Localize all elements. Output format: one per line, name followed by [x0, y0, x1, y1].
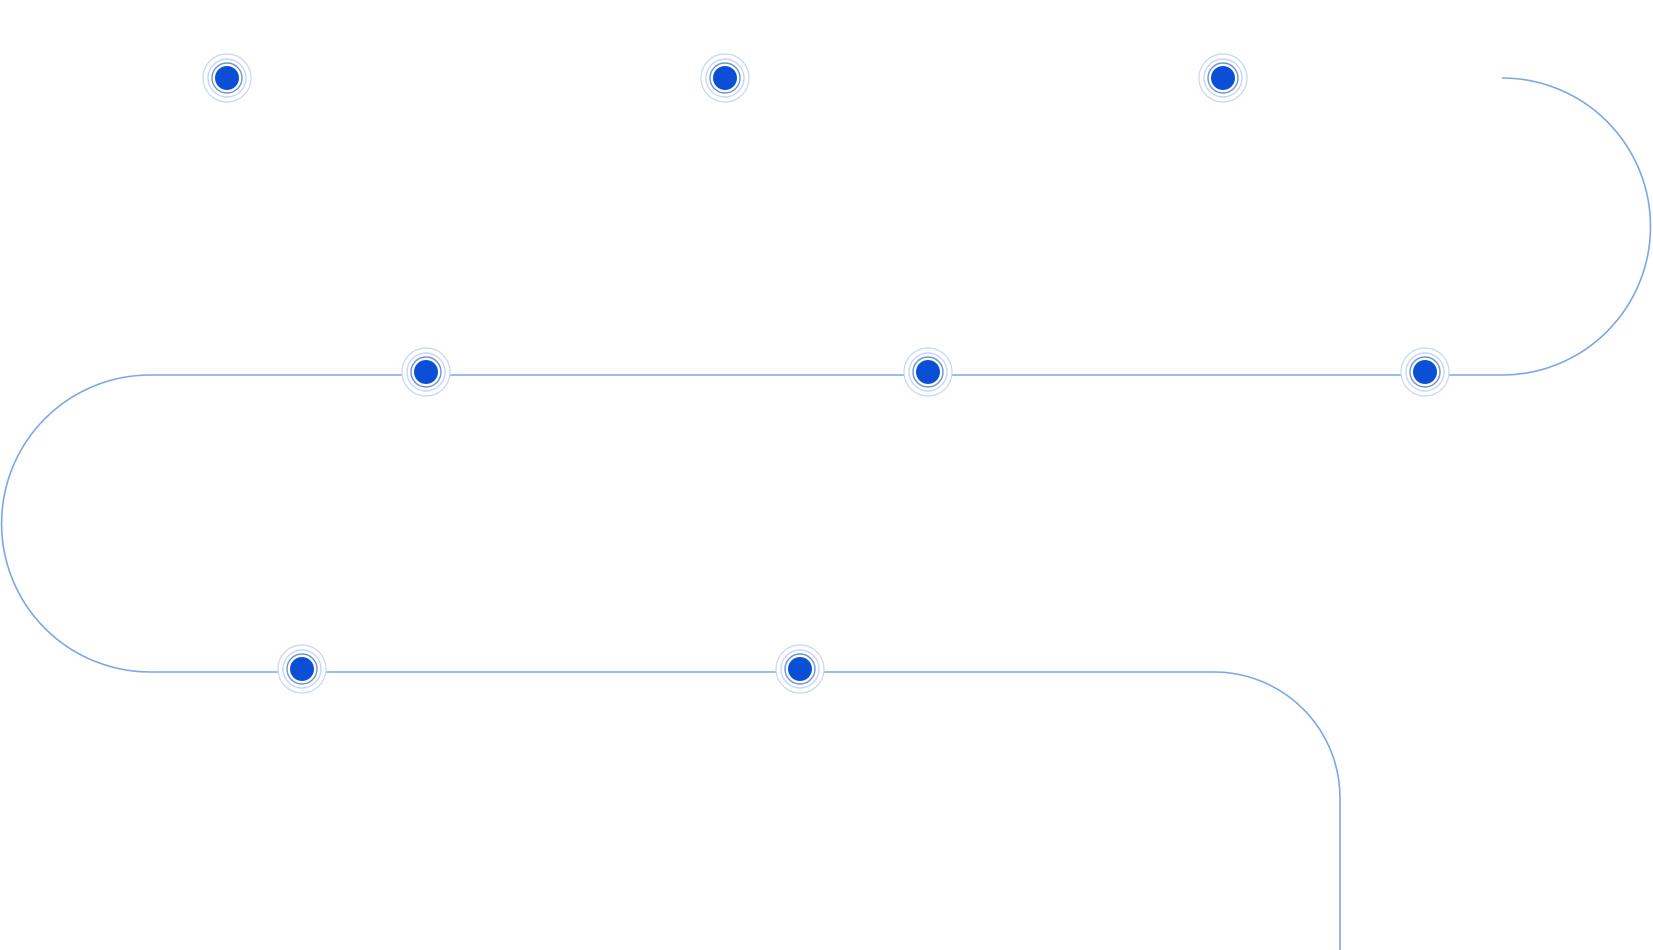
timeline-track	[0, 77, 1652, 950]
milestone-5	[903, 347, 953, 397]
milestone-4	[401, 347, 451, 397]
track-turn-left	[0, 374, 151, 673]
milestone-dot	[713, 66, 737, 90]
timeline-milestones	[202, 53, 1450, 694]
track-turn-right	[1501, 77, 1652, 376]
milestone-dot	[215, 66, 239, 90]
milestone-3	[1198, 53, 1248, 103]
milestone-2	[700, 53, 750, 103]
milestone-7	[277, 644, 327, 694]
milestone-dot	[916, 360, 940, 384]
milestone-dot	[290, 657, 314, 681]
milestone-6	[1400, 347, 1450, 397]
milestone-dot	[1211, 66, 1235, 90]
track-tail	[1213, 671, 1341, 950]
milestone-dot	[788, 657, 812, 681]
milestone-8	[775, 644, 825, 694]
milestone-dot	[414, 360, 438, 384]
milestone-1	[202, 53, 252, 103]
milestone-dot	[1413, 360, 1437, 384]
